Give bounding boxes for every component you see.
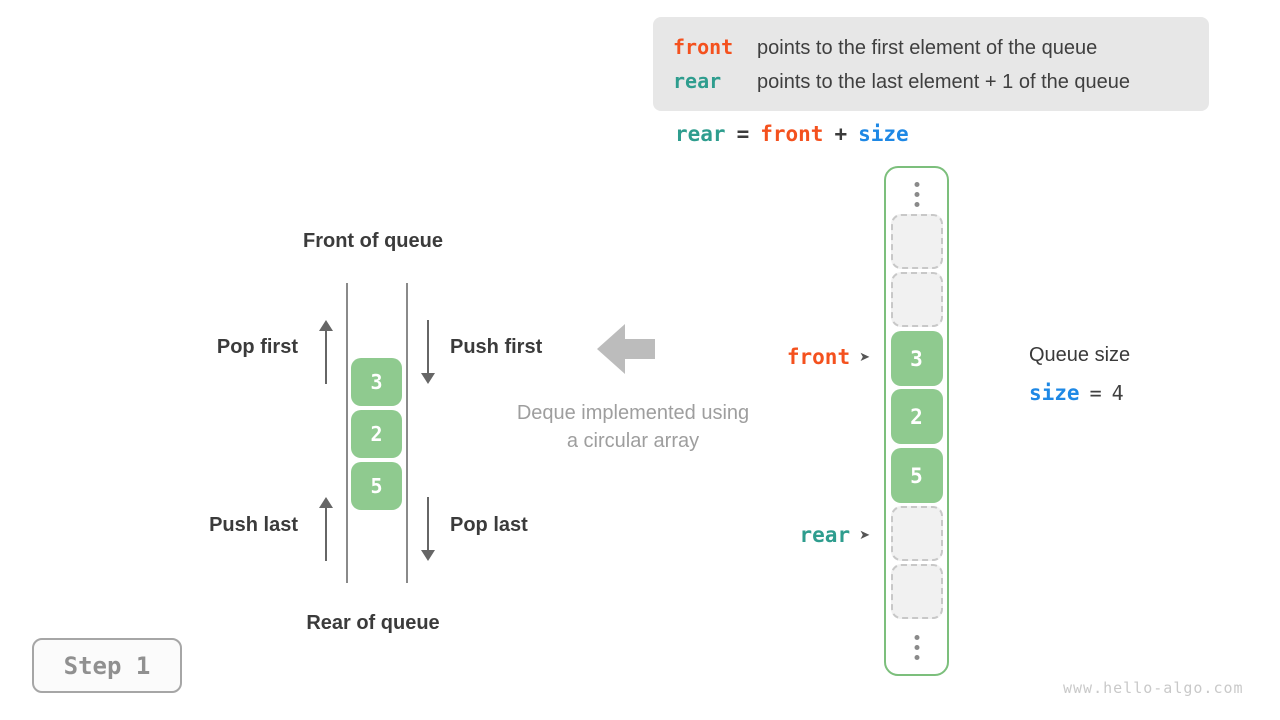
size-equals: = bbox=[1089, 381, 1102, 405]
front-pointer: front ➤ bbox=[700, 343, 870, 371]
array-cell-empty bbox=[890, 272, 943, 327]
push-first-label: Push first bbox=[450, 336, 543, 358]
watermark: www.hello-algo.com bbox=[1063, 679, 1244, 697]
rear-definition: rear points to the last element + 1 of t… bbox=[673, 69, 1189, 94]
front-pointer-label: front bbox=[786, 345, 851, 369]
queue-channel-left-line bbox=[346, 283, 348, 583]
formula-size: size bbox=[858, 122, 909, 146]
formula-rear: rear bbox=[675, 122, 726, 146]
front-keyword: front bbox=[673, 34, 734, 59]
array-cell: 5 bbox=[890, 448, 943, 503]
front-definition-text: points to the first element of the queue bbox=[757, 36, 1098, 59]
ellipsis-icon bbox=[914, 635, 919, 660]
step-badge: Step 1 bbox=[32, 638, 182, 693]
array-cell-rear bbox=[890, 506, 943, 561]
formula-front: front bbox=[760, 122, 824, 146]
caption-line-2: a circular array bbox=[566, 430, 700, 452]
push-last-label: Push last bbox=[209, 514, 298, 536]
array-cell-front: 3 bbox=[890, 331, 943, 386]
figure-caption: Deque implemented using a circular array bbox=[492, 399, 774, 455]
pointer-arrow-icon: ➤ bbox=[859, 527, 870, 543]
array-cell-empty bbox=[890, 564, 943, 619]
queue-cell: 2 bbox=[351, 410, 402, 458]
size-keyword: size bbox=[1029, 381, 1080, 405]
ellipsis-icon bbox=[914, 182, 919, 207]
rear-formula: rear = front + size bbox=[675, 122, 909, 146]
front-definition: front points to the first element of the… bbox=[673, 35, 1189, 60]
formula-equals: = bbox=[736, 122, 750, 146]
queue-cell: 5 bbox=[351, 462, 402, 510]
rear-pointer: rear ➤ bbox=[700, 521, 870, 549]
queue-cell: 3 bbox=[351, 358, 402, 406]
queue-size-title: Queue size bbox=[1029, 344, 1131, 366]
queue-size-value: size = 4 bbox=[1029, 381, 1124, 405]
rear-of-queue-label: Rear of queue bbox=[306, 612, 440, 634]
array-cell: 2 bbox=[890, 389, 943, 444]
rear-keyword: rear bbox=[673, 68, 722, 93]
down-arrow-icon bbox=[420, 497, 436, 561]
front-of-queue-label: Front of queue bbox=[303, 230, 443, 252]
up-arrow-icon bbox=[318, 497, 334, 561]
array-cell-empty bbox=[890, 214, 943, 269]
formula-plus: + bbox=[834, 122, 848, 146]
pop-last-label: Pop last bbox=[450, 514, 528, 536]
up-arrow-icon bbox=[318, 320, 334, 384]
queue-channel-right-line bbox=[406, 283, 408, 583]
step-badge-label: Step 1 bbox=[63, 651, 151, 680]
circular-array: 3 2 5 bbox=[884, 166, 949, 676]
caption-line-1: Deque implemented using bbox=[516, 402, 750, 424]
left-block-arrow-icon bbox=[597, 324, 655, 374]
pointer-arrow-icon: ➤ bbox=[859, 349, 870, 365]
rear-pointer-label: rear bbox=[799, 523, 851, 547]
size-value: 4 bbox=[1111, 381, 1124, 405]
pointer-definitions-box: front points to the first element of the… bbox=[653, 17, 1209, 111]
pop-first-label: Pop first bbox=[216, 336, 298, 358]
rear-definition-text: points to the last element + 1 of the qu… bbox=[757, 70, 1131, 93]
down-arrow-icon bbox=[420, 320, 436, 384]
